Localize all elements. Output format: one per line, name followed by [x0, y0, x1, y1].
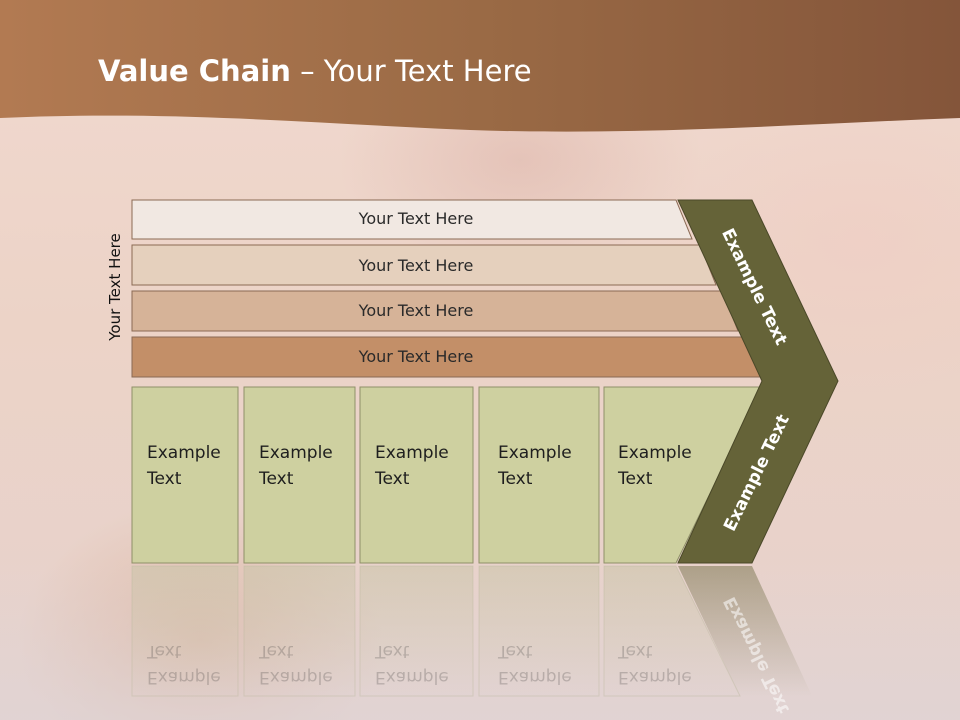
header-band — [0, 0, 960, 132]
bar-4-label: Your Text Here — [358, 347, 474, 366]
chevron-arrow — [677, 199, 839, 564]
bar-1 — [131, 199, 693, 240]
box-5-text-reflection: Example Text — [618, 641, 692, 687]
box-4-text: Example Text — [498, 443, 572, 489]
box-4 — [478, 386, 600, 564]
bar-3-label: Your Text Here — [358, 301, 474, 320]
reflection: Example Text — [131, 565, 812, 717]
title-bold: Value Chain — [98, 54, 291, 88]
title-rest: – Your Text Here — [290, 54, 532, 88]
bar-3 — [131, 290, 739, 332]
box-5-text: Example Text — [618, 443, 692, 489]
bar-2-label: Your Text Here — [358, 256, 474, 275]
box-1-text: Example Text — [147, 443, 221, 489]
box-4-text-reflection: Example Text — [498, 641, 572, 687]
page-title: Value Chain – Your Text Here — [98, 54, 532, 88]
box-2-text-reflection: Example Text — [259, 641, 333, 687]
box-5 — [603, 386, 763, 564]
box-2 — [243, 386, 356, 564]
box-3 — [359, 386, 474, 564]
box-2-text: Example Text — [259, 443, 333, 489]
box-3-text-reflection: Example Text — [375, 641, 449, 687]
box-1-text-reflection: Example Text — [147, 641, 221, 687]
bar-2 — [131, 244, 717, 286]
box-3-text: Example Text — [375, 443, 449, 489]
bar-1-label: Your Text Here — [358, 209, 474, 228]
box-1 — [131, 386, 239, 564]
